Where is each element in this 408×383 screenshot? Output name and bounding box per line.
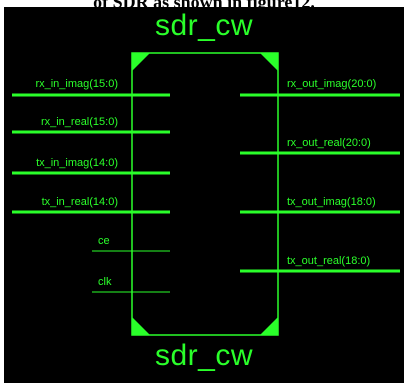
schematic-symbol: [12, 52, 400, 336]
corner-marker-top-right: [260, 53, 278, 71]
port-label-ce: ce: [98, 235, 110, 247]
block-title-bottom: sdr_cw: [154, 339, 254, 372]
port-label-tx-in-imag: tx_in_imag(14:0): [36, 157, 118, 169]
block-outline: [131, 52, 279, 336]
corner-marker-bottom-right: [260, 317, 278, 335]
port-label-tx-out-real: tx_out_real(18:0): [287, 255, 371, 267]
port-label-rx-out-imag: rx_out_imag(20:0): [287, 78, 377, 90]
corner-marker-top-left: [132, 53, 150, 71]
schematic-canvas: sdr_cw sdr_cw rx_in_imag(15:0) rx_in_rea…: [4, 7, 404, 383]
port-label-tx-in-real: tx_in_real(14:0): [41, 196, 118, 208]
port-label-rx-in-real: rx_in_real(15:0): [40, 116, 118, 128]
port-label-tx-out-imag: tx_out_imag(18:0): [287, 196, 376, 208]
port-label-rx-in-imag: rx_in_imag(15:0): [35, 78, 118, 90]
port-label-clk: clk: [98, 276, 112, 288]
block-title-top: sdr_cw: [154, 9, 254, 42]
port-label-rx-out-real: rx_out_real(20:0): [287, 137, 371, 149]
corner-marker-bottom-left: [132, 317, 150, 335]
